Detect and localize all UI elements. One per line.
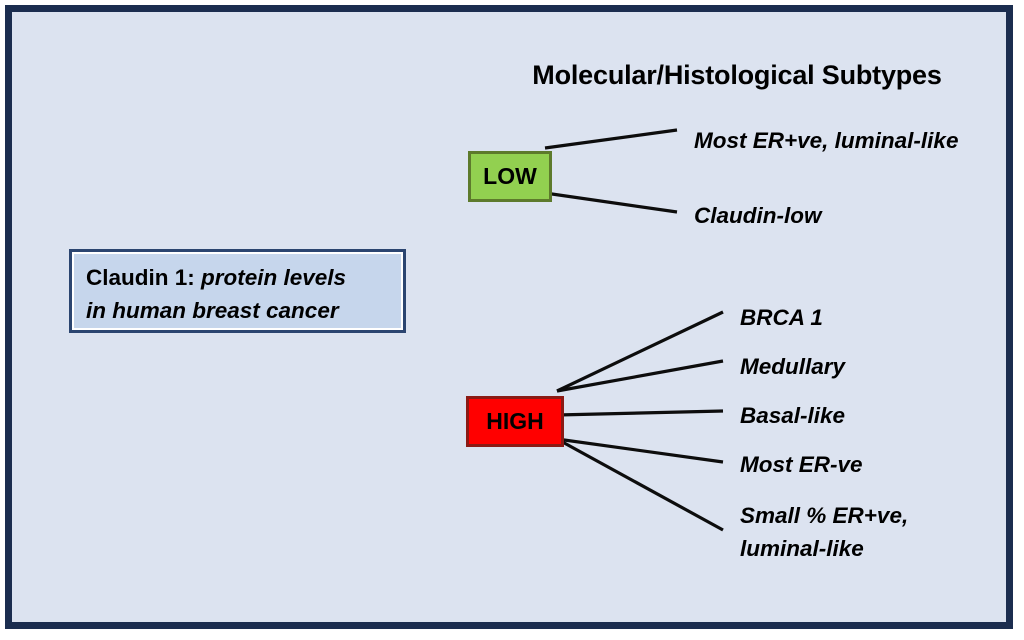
branch-label-high-5: Small % ER+ve, luminal-like bbox=[740, 503, 909, 561]
info-box-prefix: Claudin 1: bbox=[86, 265, 195, 290]
connector-high-4 bbox=[556, 437, 724, 464]
info-box-line-1: Claudin 1: protein levels bbox=[86, 261, 403, 294]
branch-label-high-2: Medullary bbox=[740, 354, 846, 379]
branch-label-low-1: Most ER+ve, luminal-like bbox=[694, 128, 959, 153]
branch-label-low-2: Claudin-low bbox=[694, 203, 822, 228]
connector-high-5 bbox=[556, 437, 724, 532]
branch-label-high-4: Most ER-ve bbox=[740, 452, 863, 477]
branch-label-high-1: BRCA 1 bbox=[740, 305, 823, 330]
claudin-info-box: Claudin 1: protein levels in human breas… bbox=[69, 249, 406, 333]
connector-low-1 bbox=[544, 128, 678, 150]
connector-high-3 bbox=[556, 409, 724, 417]
node-low[interactable]: LOW bbox=[468, 151, 552, 202]
slide-canvas: Molecular/Histological Subtypes Claudin … bbox=[5, 5, 1013, 629]
page-title: Molecular/Histological Subtypes bbox=[532, 60, 942, 90]
branch-label-high-3: Basal-like bbox=[740, 403, 846, 428]
connector-high-2 bbox=[556, 359, 724, 393]
node-high[interactable]: HIGH bbox=[466, 396, 564, 447]
connector-high-1 bbox=[556, 310, 724, 393]
connector-low-2 bbox=[544, 191, 678, 214]
info-box-emphasis-1: protein levels bbox=[194, 265, 347, 290]
info-box-emphasis-2: in human breast cancer bbox=[86, 298, 339, 323]
